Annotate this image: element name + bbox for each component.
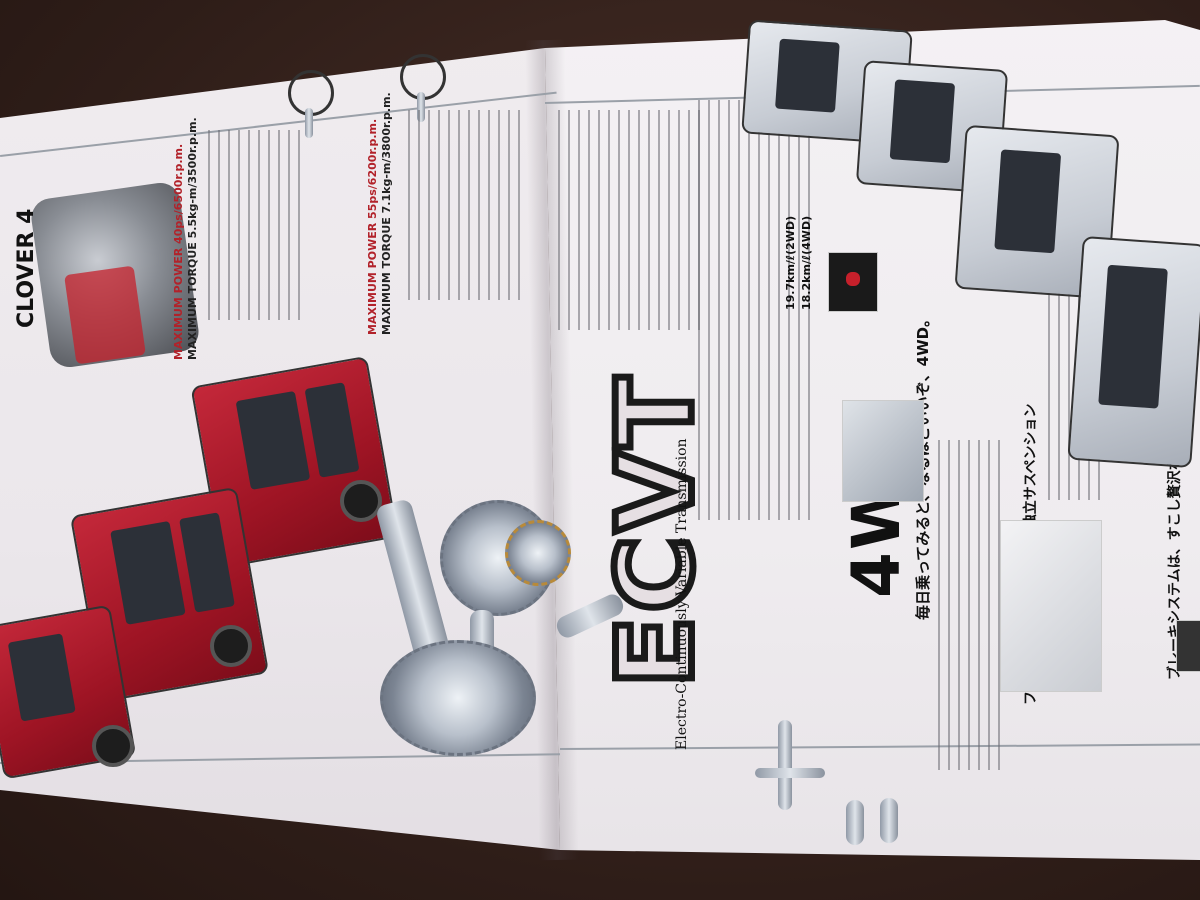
- spec-max-power-1: MAXIMUM POWER 40ps/6500r.p.m.: [172, 144, 185, 360]
- engine-red-frame: [64, 265, 146, 365]
- silver-van-photo: [1067, 235, 1200, 469]
- van-wheel: [340, 480, 382, 522]
- van-window: [235, 390, 311, 490]
- transfer-case-photo: [842, 400, 924, 502]
- shifter-icon: [755, 768, 825, 778]
- body-text-upper-right: [550, 110, 708, 330]
- brand-label: CLOVER 4: [14, 209, 39, 328]
- fuel-economy-text: 18.2km/ℓ(4WD): [800, 215, 813, 310]
- body-text-ecvt: [690, 100, 818, 520]
- van-window: [110, 520, 186, 625]
- fuel-economy-text: 19.7km/ℓ(2WD): [784, 215, 797, 310]
- body-text-4wd: [930, 440, 1008, 770]
- body-text-left-1: [200, 130, 308, 320]
- brake-photo: [1176, 620, 1200, 672]
- van-window: [994, 149, 1062, 254]
- spec-text: MAXIMUM TORQUE 7.1kg-m/3800r.p.m.: [380, 92, 393, 335]
- transmission-gear: [380, 640, 536, 756]
- spec-max-power-2: MAXIMUM POWER 55ps/6200r.p.m.: [366, 119, 379, 335]
- transmission-pulley: [505, 520, 571, 586]
- shifter-icon: [846, 800, 864, 845]
- ecvt-subtitle: Electro-Continuously Variable Transmissi…: [674, 438, 690, 750]
- shifter-icon: [880, 798, 898, 843]
- shift-lever-icon: [305, 108, 313, 138]
- van-window: [1098, 264, 1168, 409]
- shifter-icon: [778, 720, 792, 810]
- van-wheel: [92, 725, 134, 767]
- van-window: [7, 633, 76, 722]
- shift-lever-icon: [417, 92, 425, 122]
- spec-max-torque-1: MAXIMUM TORQUE 5.5kg-m/3500r.p.m.: [186, 117, 199, 360]
- spec-max-torque-2: MAXIMUM TORQUE 7.1kg-m/3800r.p.m.: [380, 92, 393, 335]
- suspension-diagram: [1000, 520, 1102, 692]
- body-text-left-2: [400, 110, 528, 300]
- fuel-economy-2wd: 19.7km/ℓ(2WD): [784, 216, 797, 310]
- spec-text: MAXIMUM POWER 40ps/6500r.p.m.: [172, 143, 185, 360]
- ecvt-subtitle-text: Electro-Continuously Variable Transmissi…: [674, 438, 690, 750]
- spec-text: MAXIMUM TORQUE 5.5kg-m/3500r.p.m.: [186, 117, 199, 360]
- switch-red-button: [846, 272, 860, 286]
- spec-text: MAXIMUM POWER 55ps/6200r.p.m.: [366, 118, 379, 335]
- van-window: [775, 38, 840, 113]
- brand-text: CLOVER 4: [14, 208, 39, 328]
- van-wheel: [210, 625, 252, 667]
- van-window: [179, 512, 235, 613]
- fuel-economy-4wd: 18.2km/ℓ(4WD): [800, 216, 813, 310]
- van-window: [889, 79, 956, 164]
- van-window: [304, 382, 360, 478]
